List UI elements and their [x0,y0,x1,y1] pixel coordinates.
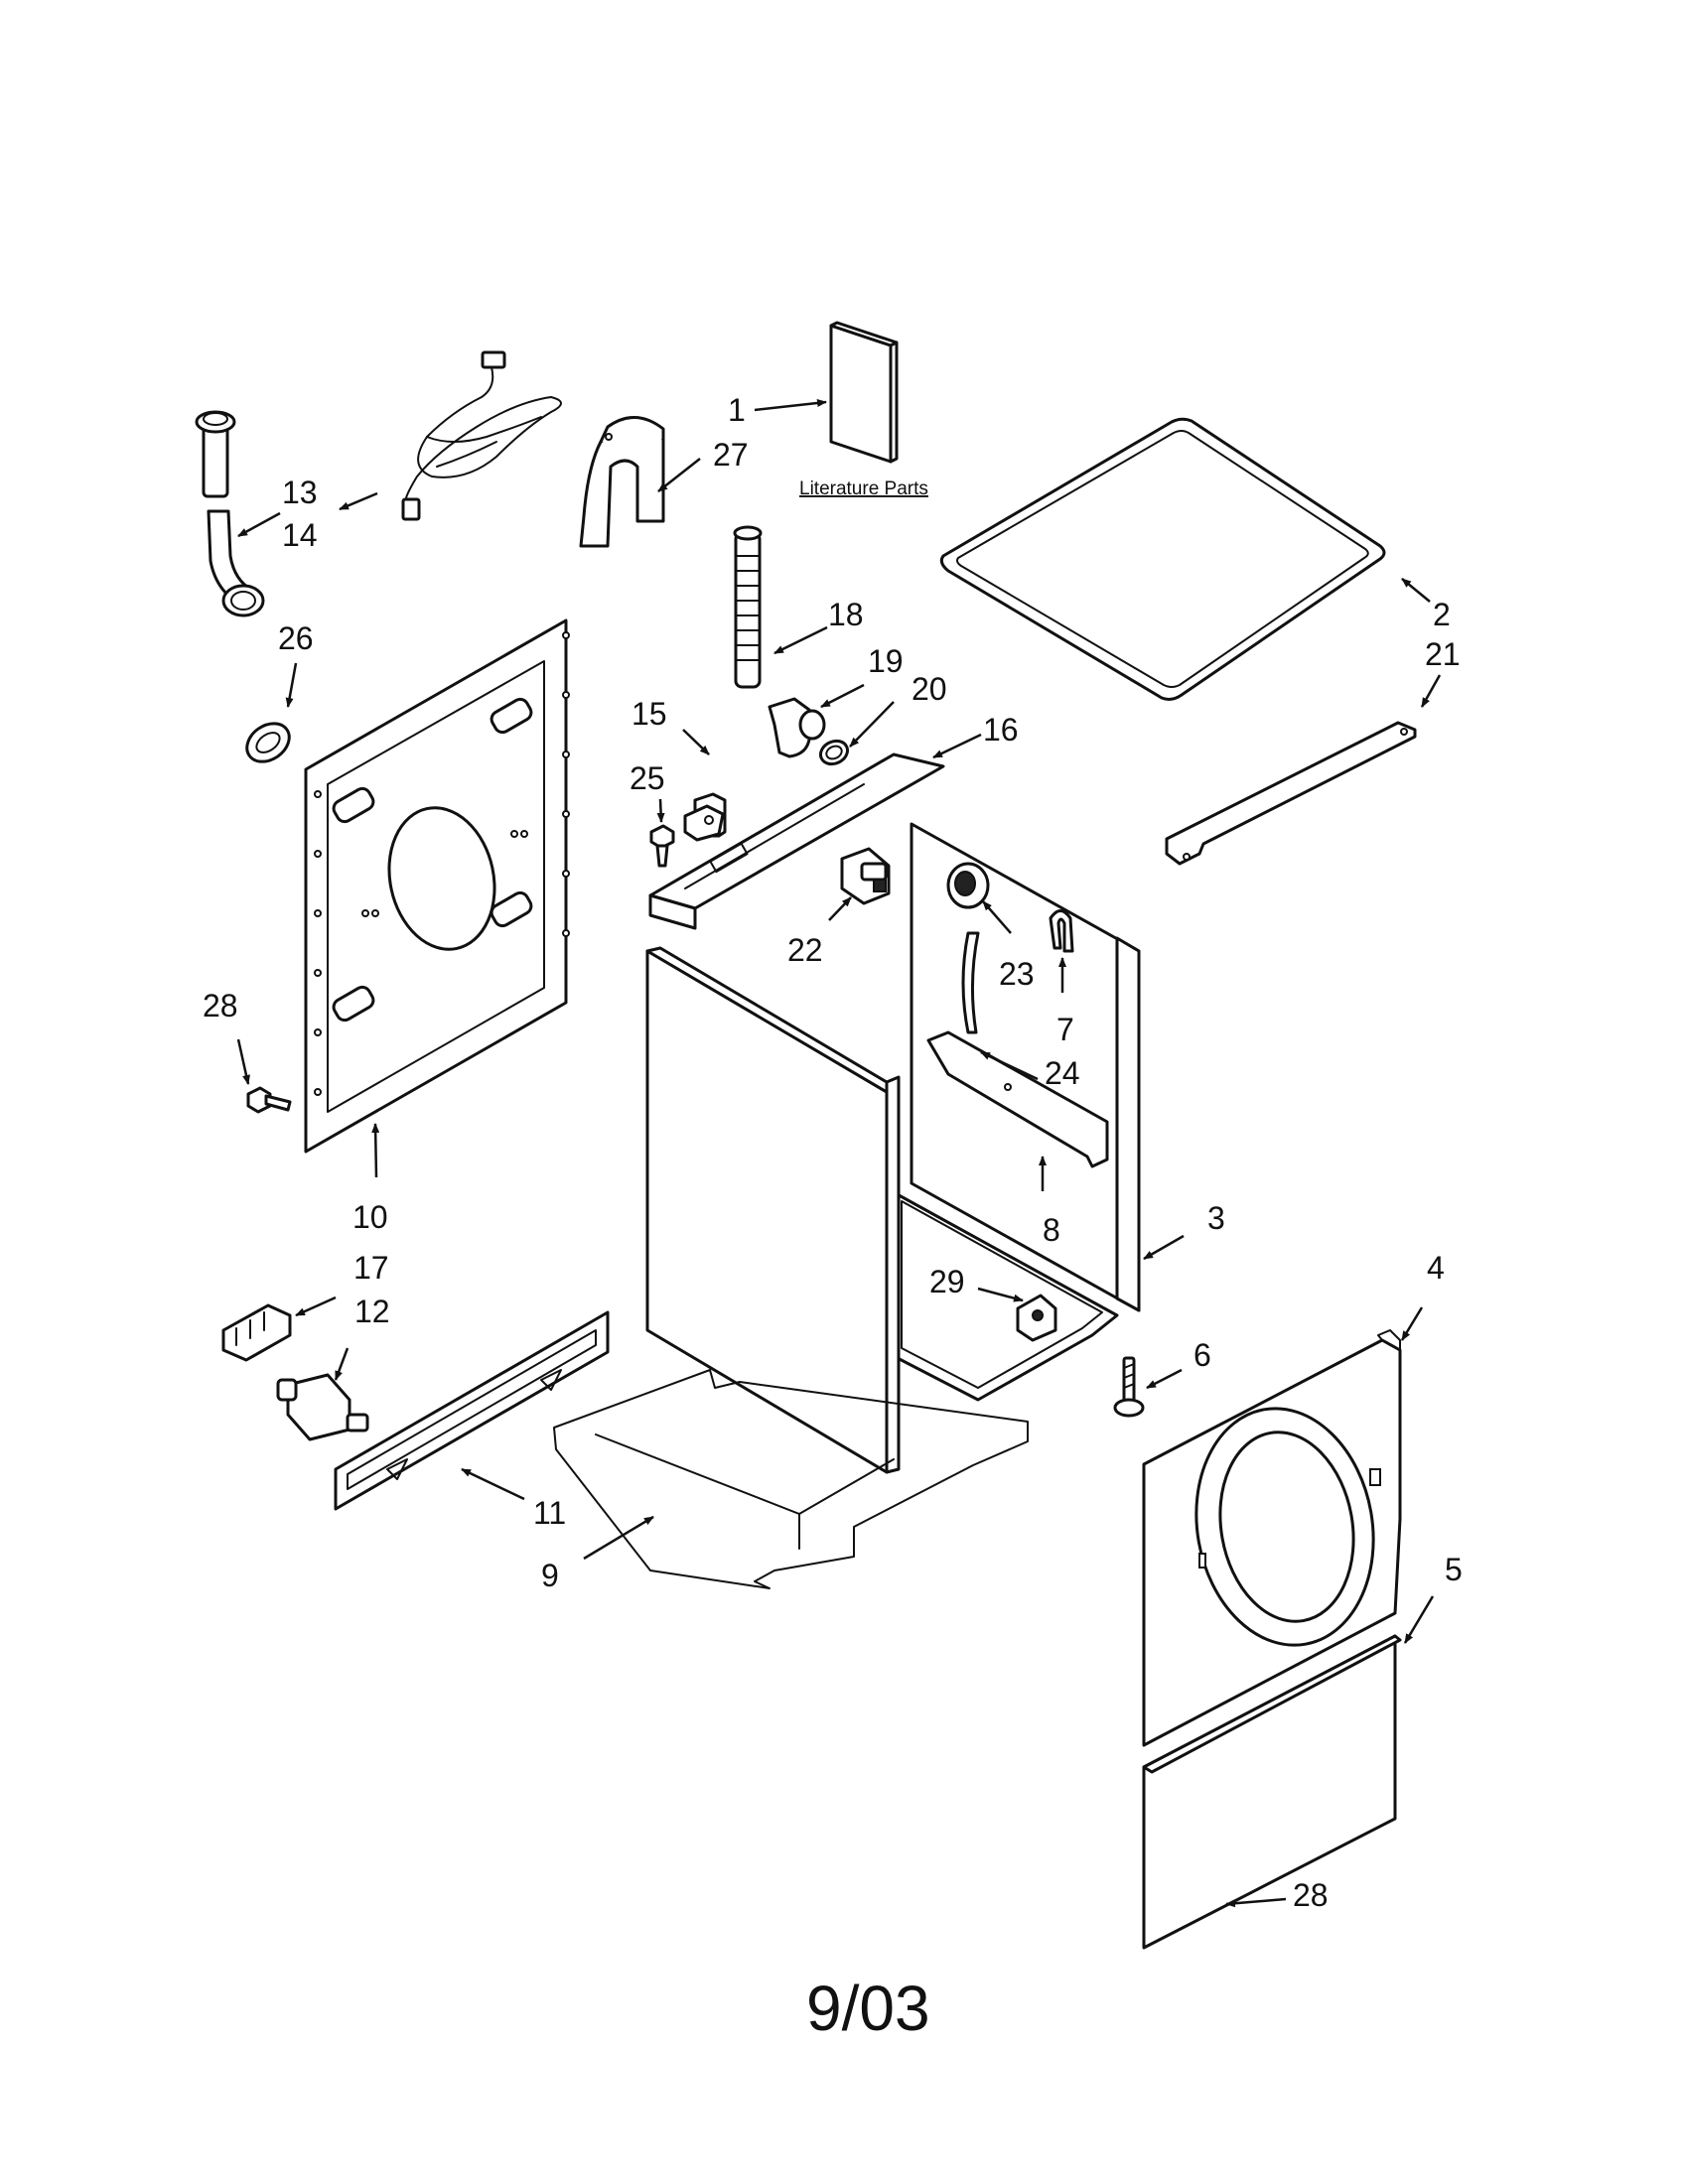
cross-brace-part [926,1030,1109,1168]
base-rail-part [334,1310,610,1511]
screw-part-28-rear [246,1086,292,1114]
callout-23: 23 [999,956,1035,992]
pressure-hose-part [961,931,980,1034]
callout-27: 27 [713,437,749,473]
callout-labels: 1 27 13 14 26 18 19 20 2 21 15 16 25 22 … [203,392,1463,1913]
screw-part-25 [649,824,675,868]
revision-date: 9/03 [806,1973,930,2044]
callout-1: 1 [728,392,746,428]
elbow-fitting-part [768,697,826,758]
fill-hose-part [733,525,763,689]
drain-hose-part [195,410,265,617]
callout-15: 15 [632,696,667,732]
literature-parts-label: Literature Parts [799,478,928,499]
top-brace-part [648,752,945,930]
callout-22: 22 [787,932,823,968]
pressure-switch-part [946,862,990,909]
literature-booklet-part [829,321,899,464]
callout-3: 3 [1207,1200,1225,1236]
callout-12: 12 [354,1294,390,1329]
hose-hanger-part [579,416,665,548]
callout-28-rear: 28 [203,988,238,1024]
callout-5: 5 [1445,1552,1463,1587]
callout-28-front: 28 [1293,1877,1329,1913]
leveling-foot-part [1113,1356,1145,1418]
callout-19: 19 [868,643,904,679]
water-valve-part [840,847,891,905]
top-panel-part [939,417,1386,701]
bumper-part [1016,1294,1057,1342]
hose-clamp-part [818,739,850,766]
drawer-panel-part [1142,1634,1402,1950]
callout-leaders [236,399,1442,1908]
callout-17: 17 [353,1250,389,1286]
callout-2: 2 [1433,597,1451,632]
callout-25: 25 [630,760,665,796]
grommet-part [245,722,291,763]
callout-8: 8 [1043,1212,1060,1248]
callout-10: 10 [352,1199,388,1235]
callout-16: 16 [983,712,1019,748]
callout-7: 7 [1056,1012,1074,1047]
power-cord-part [401,350,562,521]
callout-14: 14 [282,517,318,553]
clip-part [1049,909,1074,953]
bracket-part [683,792,727,842]
brace-strap-part [1165,721,1417,866]
base-pad-part [553,1369,1029,1589]
rear-panel-part [304,618,570,1154]
callout-20: 20 [912,671,947,707]
callout-9: 9 [541,1558,559,1593]
callout-11: 11 [533,1495,566,1531]
callout-21: 21 [1425,636,1461,672]
callout-24: 24 [1045,1055,1080,1091]
clip-bracket-part [221,1303,292,1362]
front-panel-part [1142,1329,1402,1747]
callout-29: 29 [929,1264,965,1299]
callout-26: 26 [278,620,314,656]
callout-6: 6 [1193,1337,1211,1373]
callout-4: 4 [1427,1250,1445,1286]
filter-part [276,1373,369,1441]
callout-18: 18 [828,597,864,632]
callout-13: 13 [282,475,318,510]
